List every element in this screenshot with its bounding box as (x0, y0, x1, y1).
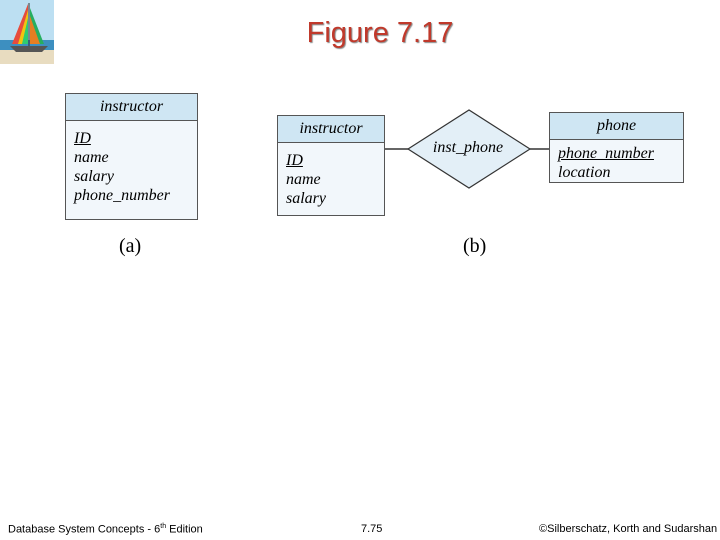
entity-phone: phone phone_number location (549, 112, 684, 183)
entity-name: instructor (278, 116, 384, 143)
footer-book-title: Database System Concepts - 6th Edition (8, 523, 203, 536)
entity-instructor-a: instructor ID name salary phone_number (65, 93, 198, 220)
relationship-diamond (406, 109, 532, 189)
attribute-name: name (286, 171, 321, 188)
attribute-location: location (558, 164, 611, 181)
attribute-id: ID (74, 130, 91, 147)
entity-name: phone (550, 113, 683, 140)
attribute-id: ID (286, 152, 303, 169)
attribute-salary: salary (286, 190, 326, 207)
attribute-phone-number: phone_number (558, 145, 654, 162)
sailboat-logo (0, 0, 54, 64)
footer-edition-word: Edition (166, 523, 203, 536)
page-title: Figure 7.17 (306, 17, 454, 49)
attribute-list: ID name salary phone_number (66, 121, 197, 205)
relationship-name: inst_phone (432, 139, 504, 156)
attribute-phone-number: phone_number (74, 187, 170, 204)
entity-instructor-b: instructor ID name salary (277, 115, 385, 216)
attribute-salary: salary (74, 168, 114, 185)
footer-page-number: 7.75 (361, 523, 383, 535)
diagram-label-b: (b) (463, 235, 487, 257)
diagram-label-a: (a) (119, 235, 142, 257)
attribute-list: ID name salary (278, 143, 384, 208)
footer-copyright: ©Silberschatz, Korth and Sudarshan (539, 523, 718, 535)
footer-book: Database System Concepts - 6 (8, 523, 161, 536)
attribute-list: phone_number location (550, 140, 683, 182)
entity-name: instructor (66, 94, 197, 121)
attribute-name: name (74, 149, 109, 166)
footer-edition-sup: th (160, 523, 167, 530)
